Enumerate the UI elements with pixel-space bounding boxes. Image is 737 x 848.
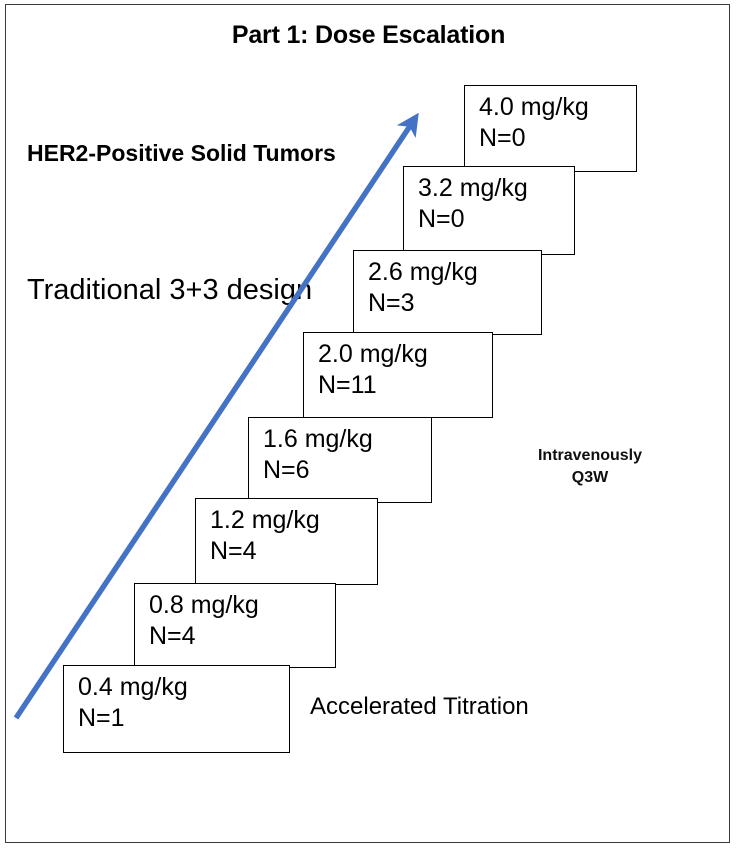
dose-box-0-4[interactable]: 0.4 mg/kg N=1 (63, 665, 290, 753)
patient-count-label: N=1 (78, 703, 125, 732)
accelerated-titration-label: Accelerated Titration (310, 693, 529, 720)
study-design-label: Traditional 3+3 design (27, 274, 313, 306)
dose-box-3-2[interactable]: 3.2 mg/kg N=0 (403, 166, 575, 255)
route-schedule-label: Intravenously Q3W (490, 445, 690, 488)
patient-count-label: N=11 (318, 370, 377, 399)
dose-level-label: 0.4 mg/kg (78, 673, 188, 701)
patient-count-label: N=6 (263, 455, 310, 484)
dose-level-label: 2.0 mg/kg (318, 340, 428, 368)
patient-count-label: N=0 (418, 204, 465, 233)
patient-count-label: N=0 (479, 123, 526, 152)
route-line-1: Intravenously (537, 447, 643, 464)
dose-box-0-8[interactable]: 0.8 mg/kg N=4 (134, 583, 336, 668)
route-line-2: Q3W (571, 468, 609, 486)
dose-level-label: 3.2 mg/kg (418, 174, 528, 202)
dose-level-label: 1.2 mg/kg (210, 506, 320, 534)
dose-box-1-2[interactable]: 1.2 mg/kg N=4 (195, 498, 378, 585)
dose-level-label: 0.8 mg/kg (149, 591, 259, 619)
patient-count-label: N=4 (149, 621, 196, 650)
dose-level-label: 2.6 mg/kg (368, 258, 478, 286)
population-label: HER2-Positive Solid Tumors (27, 140, 336, 166)
dose-level-label: 1.6 mg/kg (263, 425, 373, 453)
patient-count-label: N=3 (368, 288, 415, 317)
dose-box-2-0[interactable]: 2.0 mg/kg N=11 (303, 332, 493, 418)
patient-count-label: N=4 (210, 536, 257, 565)
dose-box-4-0[interactable]: 4.0 mg/kg N=0 (464, 85, 637, 172)
dose-level-label: 4.0 mg/kg (479, 93, 589, 121)
figure-title: Part 1: Dose Escalation (231, 21, 506, 49)
dose-box-2-6[interactable]: 2.6 mg/kg N=3 (353, 250, 542, 335)
dose-box-1-6[interactable]: 1.6 mg/kg N=6 (248, 417, 432, 503)
